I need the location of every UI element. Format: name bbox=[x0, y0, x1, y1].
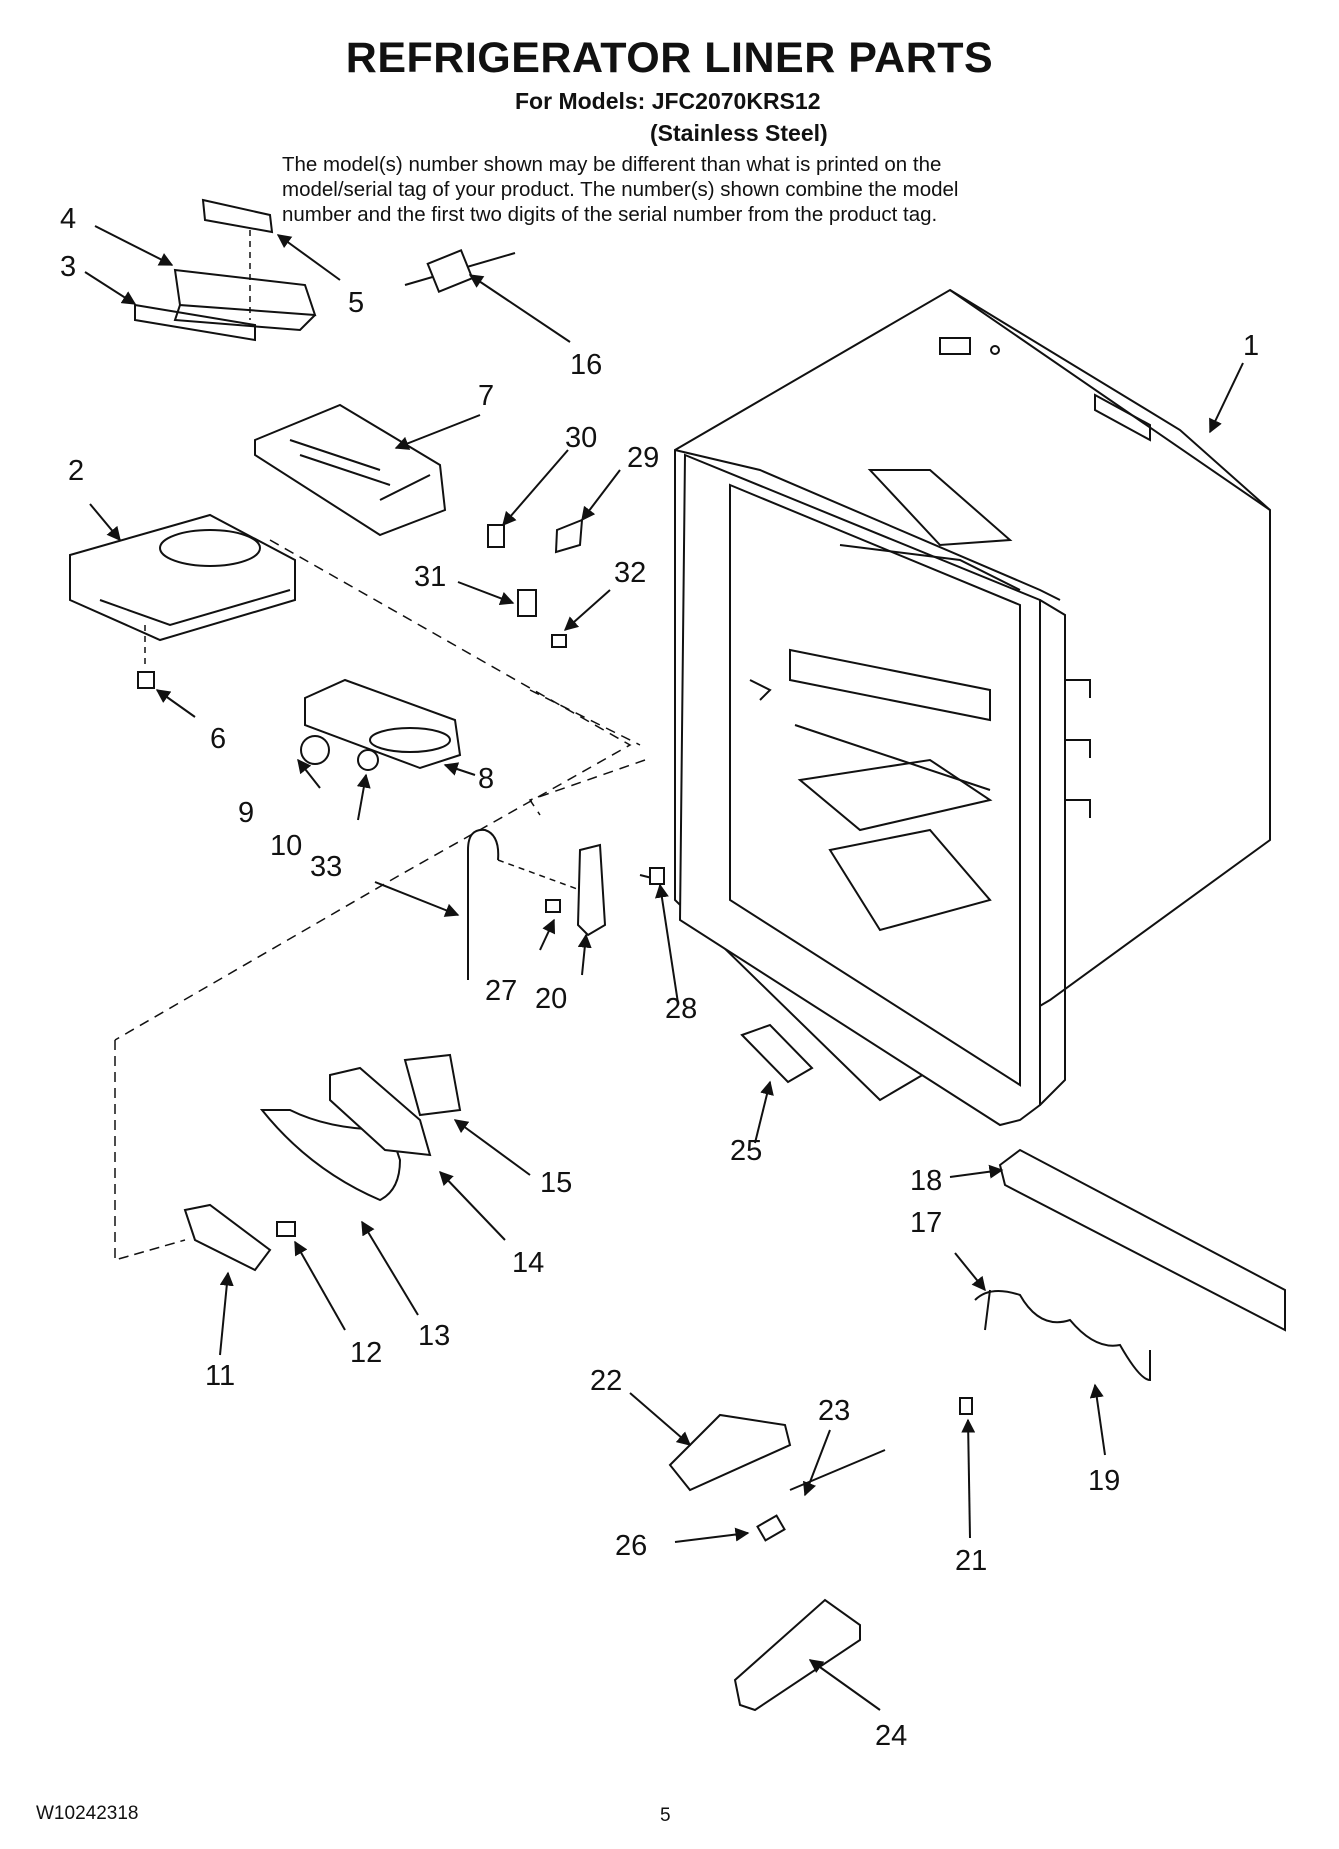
leader-arrows bbox=[84, 225, 1244, 1711]
callout-18: 18 bbox=[910, 1165, 942, 1197]
callout-17: 17 bbox=[910, 1207, 942, 1239]
switch-part-6 bbox=[137, 625, 155, 689]
callout-16: 16 bbox=[570, 349, 602, 381]
callout-14: 14 bbox=[512, 1247, 544, 1279]
callout-7: 7 bbox=[478, 380, 494, 412]
callout-20: 20 bbox=[535, 983, 567, 1015]
model-note: The model(s) number shown may be differe… bbox=[282, 152, 1082, 227]
callout-28: 28 bbox=[665, 993, 697, 1025]
callout-12: 12 bbox=[350, 1337, 382, 1369]
dispenser-assembly bbox=[114, 1040, 462, 1272]
model-note-line: number and the first two digits of the s… bbox=[282, 203, 938, 226]
tube-and-bracket bbox=[467, 828, 665, 980]
callout-labels: 1 2 3 4 5 6 7 8 9 10 11 12 13 14 15 16 1… bbox=[60, 203, 1259, 1752]
model-note-line: model/serial tag of your product. The nu… bbox=[282, 178, 959, 201]
callout-6: 6 bbox=[210, 723, 226, 755]
callout-19: 19 bbox=[1088, 1465, 1120, 1497]
callout-23: 23 bbox=[818, 1395, 850, 1427]
callout-27: 27 bbox=[485, 975, 517, 1007]
callout-32: 32 bbox=[614, 557, 646, 589]
cylinder-part-25 bbox=[740, 1023, 814, 1084]
callout-5: 5 bbox=[348, 287, 364, 319]
callout-11: 11 bbox=[205, 1360, 235, 1392]
callout-3: 3 bbox=[60, 251, 76, 283]
model-note-line: The model(s) number shown may be differe… bbox=[282, 153, 942, 176]
page-title: REFRIGERATOR LINER PARTS bbox=[345, 34, 994, 82]
variant-line: (Stainless Steel) bbox=[650, 120, 828, 146]
callout-2: 2 bbox=[68, 455, 84, 487]
heater-assembly bbox=[959, 1148, 1286, 1415]
lower-parts bbox=[668, 1413, 886, 1712]
small-clips bbox=[487, 518, 584, 648]
page-number: 5 bbox=[660, 1805, 671, 1826]
callout-4: 4 bbox=[60, 203, 76, 235]
callout-25: 25 bbox=[730, 1135, 762, 1167]
light-housing bbox=[69, 513, 296, 642]
model-line: For Models: JFC2070KRS12 bbox=[515, 88, 821, 114]
callout-29: 29 bbox=[627, 442, 659, 474]
liner-box bbox=[674, 288, 1271, 1127]
callout-1: 1 bbox=[1243, 330, 1259, 362]
callout-33: 33 bbox=[310, 851, 342, 883]
callout-31: 31 bbox=[414, 561, 446, 593]
control-housing-parts bbox=[134, 198, 317, 342]
callout-22: 22 bbox=[590, 1365, 622, 1397]
document-number: W10242318 bbox=[36, 1803, 139, 1824]
callout-10: 10 bbox=[270, 830, 302, 862]
callout-8: 8 bbox=[478, 763, 494, 795]
callout-21: 21 bbox=[955, 1545, 987, 1577]
callout-15: 15 bbox=[540, 1167, 572, 1199]
dashed-guide-lines bbox=[114, 539, 646, 1041]
callout-26: 26 bbox=[615, 1530, 647, 1562]
vent-cover bbox=[254, 403, 447, 537]
callout-24: 24 bbox=[875, 1720, 907, 1752]
callout-9: 9 bbox=[238, 797, 254, 829]
callout-30: 30 bbox=[565, 422, 597, 454]
light-assembly bbox=[300, 678, 462, 771]
cylinder-part-16 bbox=[404, 249, 516, 293]
callout-13: 13 bbox=[418, 1320, 450, 1352]
